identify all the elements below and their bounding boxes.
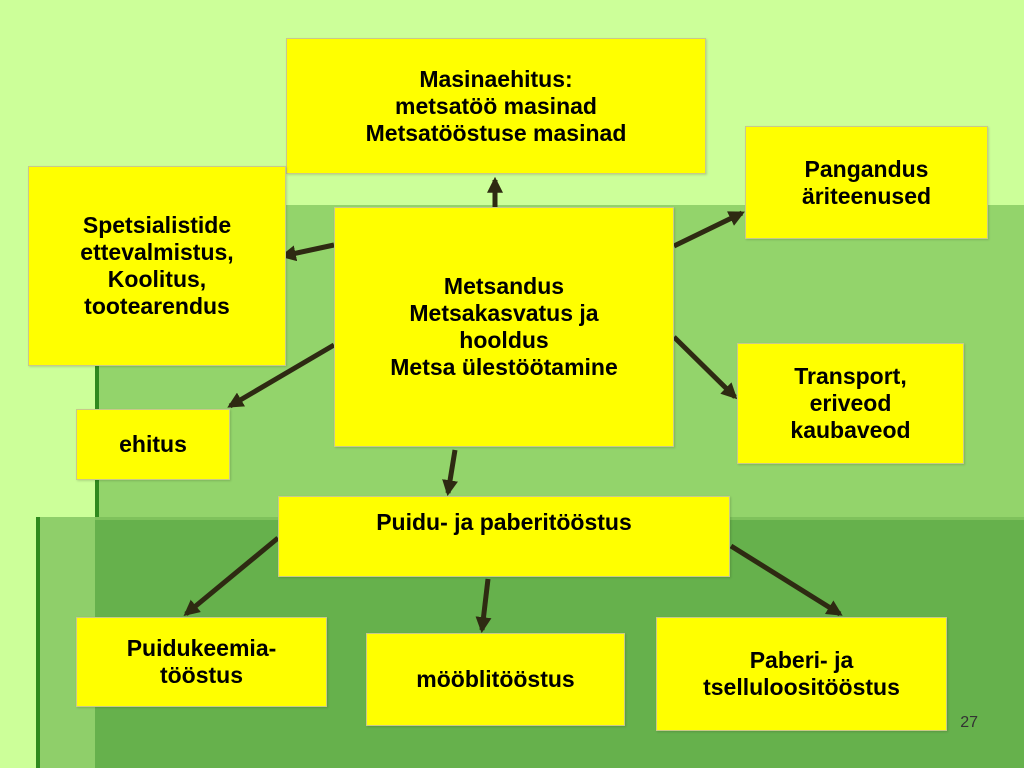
box-construction-line-1: ehitus <box>119 431 187 457</box>
box-specialists-line-4: tootearendus <box>84 293 230 319</box>
background-panel-lower-edge <box>36 517 40 768</box>
arrow-to-transport <box>672 335 738 400</box>
box-center-line-4: Metsa ülestöötamine <box>390 354 618 380</box>
box-paper-cellulose-line-2: tselluloositööstus <box>703 674 900 700</box>
arrow-to-wood-paper <box>442 449 458 497</box>
arrow-to-construction <box>227 342 336 409</box>
box-specialists: Spetsialistide ettevalmistus, Koolitus, … <box>28 166 286 366</box>
box-wood-paper-industry: Puidu- ja paberitööstus <box>278 496 730 577</box>
box-paper-cellulose-line-1: Paberi- ja <box>749 647 854 673</box>
arrow-to-furniture <box>475 578 492 634</box>
page-number: 27 <box>960 714 978 731</box>
box-specialists-line-2: ettevalmistus, <box>80 239 234 265</box>
box-banking: Pangandus äriteenused <box>745 126 988 239</box>
arrow-to-paper-cellulose <box>729 543 843 617</box>
arrow-to-specialists <box>279 242 335 262</box>
box-center-line-3: hooldus <box>459 327 549 353</box>
box-machinery: Masinaehitus: metsatöö masinad Metsatöös… <box>286 38 706 174</box>
box-transport-line-2: eriveod <box>809 390 892 416</box>
box-wood-chemistry: Puidukeemia- tööstus <box>76 617 327 707</box>
box-specialists-line-3: Koolitus, <box>107 266 207 292</box>
box-furniture-line-1: mööblitööstus <box>416 666 575 692</box>
box-transport: Transport, eriveod kaubaveod <box>737 343 964 464</box>
arrow-to-wood-chemistry <box>183 536 280 617</box>
box-wood-chemistry-line-2: tööstus <box>159 662 244 688</box>
box-center-line-2: Metsakasvatus ja <box>409 300 599 326</box>
box-banking-line-1: Pangandus <box>804 155 929 182</box>
box-furniture: mööblitööstus <box>366 633 625 726</box>
box-transport-line-1: Transport, <box>794 363 907 389</box>
box-paper-cellulose: Paberi- ja tselluloositööstus <box>656 617 947 731</box>
background-panel-edge <box>95 205 99 768</box>
box-center-line-1: Metsandus <box>443 273 565 299</box>
box-wood-paper-line-1: Puidu- ja paberitööstus <box>376 509 632 535</box>
box-machinery-line-2: metsatöö masinad <box>395 92 597 119</box>
box-machinery-line-1: Masinaehitus: <box>419 65 573 92</box>
box-wood-chemistry-line-1: Puidukeemia- <box>126 635 277 661</box>
box-machinery-line-3: Metsatööstuse masinad <box>365 119 627 146</box>
box-transport-line-3: kaubaveod <box>790 417 911 443</box>
box-banking-line-2: äriteenused <box>801 182 932 209</box>
box-specialists-line-1: Spetsialistide <box>82 212 232 238</box>
box-construction: ehitus <box>76 409 230 480</box>
box-center-forestry: Metsandus Metsakasvatus ja hooldus Metsa… <box>334 207 674 447</box>
arrow-to-banking <box>672 210 745 249</box>
